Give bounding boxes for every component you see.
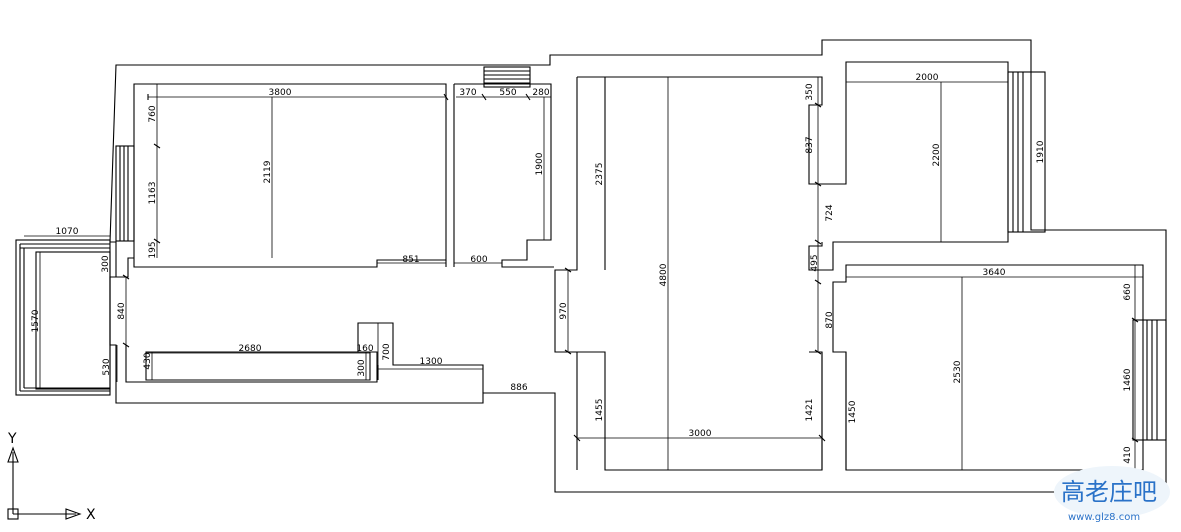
ucs-x-label: X <box>86 507 96 523</box>
dim-1070: 1070 <box>56 227 79 237</box>
dim-760: 760 <box>148 105 158 122</box>
room-top-small <box>454 83 554 268</box>
dim-2375: 2375 <box>595 163 605 186</box>
dim-886: 886 <box>510 383 527 393</box>
dim-1570: 1570 <box>31 309 41 332</box>
left-window <box>115 145 135 242</box>
room-central <box>577 61 1009 271</box>
dim-300-kitchen: 300 <box>357 359 367 376</box>
dim-2000: 2000 <box>916 73 939 83</box>
top-stairs <box>483 66 531 88</box>
dim-2530: 2530 <box>953 360 963 383</box>
kitchen-counter <box>145 351 371 381</box>
room-bottom-left <box>125 322 484 393</box>
dim-840: 840 <box>117 302 127 319</box>
dim-1460: 1460 <box>1123 368 1133 391</box>
dim-350: 350 <box>805 83 815 100</box>
room-bottom-right <box>832 264 1144 471</box>
dim-2200: 2200 <box>932 143 942 166</box>
dim-870: 870 <box>825 311 835 328</box>
dim-1900: 1900 <box>535 152 545 175</box>
dim-724: 724 <box>825 204 835 221</box>
dim-550: 550 <box>499 88 516 98</box>
dim-1300: 1300 <box>420 357 443 367</box>
dim-195: 195 <box>148 241 158 258</box>
dim-700: 700 <box>382 343 392 360</box>
dimension-labels: 3800 370 550 280 760 1163 195 2119 1900 … <box>31 73 1133 464</box>
dim-300-balcony: 300 <box>101 255 111 272</box>
dim-1910: 1910 <box>1036 140 1046 163</box>
dim-530: 530 <box>102 358 112 375</box>
dim-370: 370 <box>459 88 476 98</box>
balcony-left <box>15 239 111 396</box>
dim-837: 837 <box>805 136 815 153</box>
right-top-window <box>1007 71 1046 233</box>
dim-600: 600 <box>470 255 487 265</box>
dim-2680: 2680 <box>239 344 262 354</box>
dimension-lines <box>24 72 1143 470</box>
dim-430: 430 <box>143 352 153 369</box>
watermark-logo: 高老庄吧 <box>1061 478 1157 506</box>
dim-1455: 1455 <box>595 399 605 422</box>
corridor-wall <box>116 257 134 278</box>
dim-970: 970 <box>559 302 569 319</box>
dim-1421: 1421 <box>805 399 815 422</box>
watermark: 高老庄吧 www.glz8.com <box>1054 466 1170 523</box>
dim-851: 851 <box>402 255 419 265</box>
right-bottom-window <box>1132 319 1167 441</box>
dim-3640: 3640 <box>983 268 1006 278</box>
dim-160: 160 <box>356 344 373 354</box>
ucs-y-label: Y <box>7 431 17 447</box>
dim-410: 410 <box>1123 446 1133 463</box>
ucs-axis-icon: Y X <box>7 431 96 523</box>
dim-1450: 1450 <box>848 400 858 423</box>
walls <box>15 39 1167 493</box>
room-top-left <box>133 83 447 268</box>
dim-3800: 3800 <box>269 88 292 98</box>
dim-280: 280 <box>532 88 549 98</box>
dim-3000: 3000 <box>689 429 712 439</box>
dim-660: 660 <box>1123 283 1133 300</box>
dim-4800: 4800 <box>659 263 669 286</box>
dim-1163: 1163 <box>148 182 158 205</box>
watermark-site: www.glz8.com <box>1068 512 1140 523</box>
dim-2119: 2119 <box>263 160 273 183</box>
dim-495: 495 <box>810 254 820 271</box>
